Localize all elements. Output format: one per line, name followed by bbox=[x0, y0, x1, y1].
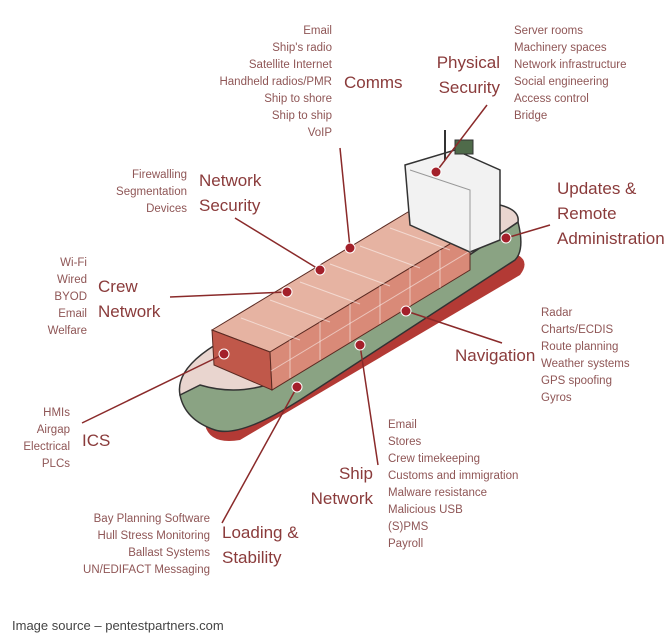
comms-item: Satellite Internet bbox=[248, 59, 332, 71]
dot-physical-security bbox=[430, 166, 442, 178]
ics-item: PLCs bbox=[41, 458, 70, 470]
ics-item: HMIs bbox=[43, 407, 70, 419]
loading-item: Hull Stress Monitoring bbox=[97, 530, 210, 542]
comms-label: Comms bbox=[344, 73, 403, 92]
dot-updates bbox=[500, 232, 512, 244]
comms-item: Ship's radio bbox=[272, 42, 332, 54]
dot-crew-network bbox=[281, 286, 293, 298]
ship-network-item: Payroll bbox=[388, 538, 424, 550]
navigation-item: Gyros bbox=[541, 392, 572, 404]
ics-item: Airgap bbox=[36, 424, 70, 436]
ship-network-item: Malicious USB bbox=[388, 504, 463, 516]
ics-item: Electrical bbox=[23, 441, 70, 453]
physical-security-item: Social engineering bbox=[514, 76, 609, 88]
navigation-item: GPS spoofing bbox=[541, 375, 612, 387]
crew-network-item: Wired bbox=[56, 274, 87, 286]
crew-network-item: Welfare bbox=[47, 325, 87, 337]
comms-item: Handheld radios/PMR bbox=[219, 76, 332, 88]
navigation-label: Navigation bbox=[455, 346, 536, 365]
comms-item: VoIP bbox=[307, 127, 332, 139]
physical-security-items: Server rooms Machinery spaces Network in… bbox=[514, 23, 626, 125]
navigation-item: Weather systems bbox=[541, 358, 630, 370]
ship-network-item: Stores bbox=[388, 436, 422, 448]
crew-network-item: Email bbox=[58, 308, 87, 320]
navigation-items: Radar Charts/ECDIS Route planning Weathe… bbox=[541, 305, 630, 407]
comms-items: Email Ship's radio Satellite Internet Ha… bbox=[219, 23, 332, 142]
network-security-item: Devices bbox=[146, 203, 187, 215]
physical-security-item: Access control bbox=[514, 93, 589, 105]
ics-items: HMIs Airgap Electrical PLCs bbox=[23, 405, 70, 473]
ship-network-items: Email Stores Crew timekeeping Customs an… bbox=[388, 417, 518, 553]
loading-stability-label: Loading &Stability bbox=[222, 523, 299, 567]
dot-loading bbox=[291, 381, 303, 393]
ship-network-item: Malware resistance bbox=[388, 487, 488, 499]
dot-network-security bbox=[314, 264, 326, 276]
crew-network-item: BYOD bbox=[54, 291, 87, 303]
loading-items: Bay Planning Software Hull Stress Monito… bbox=[83, 511, 210, 579]
physical-security-item: Bridge bbox=[514, 110, 548, 122]
comms-item: Email bbox=[303, 25, 332, 37]
network-security-items: Firewalling Segmentation Devices bbox=[116, 167, 187, 218]
physical-security-item: Server rooms bbox=[514, 25, 584, 37]
comms-item: Ship to ship bbox=[271, 110, 332, 122]
dot-ship-network bbox=[354, 339, 366, 351]
navigation-item: Charts/ECDIS bbox=[541, 324, 614, 336]
comms-item: Ship to shore bbox=[264, 93, 332, 105]
loading-item: UN/EDIFACT Messaging bbox=[83, 564, 210, 576]
ship-network-item: Email bbox=[388, 419, 417, 431]
loading-item: Ballast Systems bbox=[128, 547, 210, 559]
dot-ics bbox=[218, 348, 230, 360]
ship-network-item: Crew timekeeping bbox=[388, 453, 481, 465]
ship-network-item: Customs and immigration bbox=[388, 470, 519, 482]
image-source-caption: Image source – pentestpartners.com bbox=[12, 618, 224, 633]
dot-comms bbox=[344, 242, 356, 254]
crew-network-item: Wi-Fi bbox=[60, 257, 87, 269]
loading-item: Bay Planning Software bbox=[93, 513, 210, 525]
network-security-item: Firewalling bbox=[132, 169, 187, 181]
navigation-item: Radar bbox=[541, 307, 573, 319]
physical-security-item: Network infrastructure bbox=[514, 59, 627, 71]
crew-network-items: Wi-Fi Wired BYOD Email Welfare bbox=[48, 255, 87, 340]
network-security-item: Segmentation bbox=[116, 186, 187, 198]
ship-network-item: (S)PMS bbox=[388, 521, 429, 533]
dot-navigation bbox=[400, 305, 412, 317]
navigation-item: Route planning bbox=[541, 341, 619, 353]
ics-label: ICS bbox=[82, 431, 111, 450]
physical-security-item: Machinery spaces bbox=[514, 42, 607, 54]
